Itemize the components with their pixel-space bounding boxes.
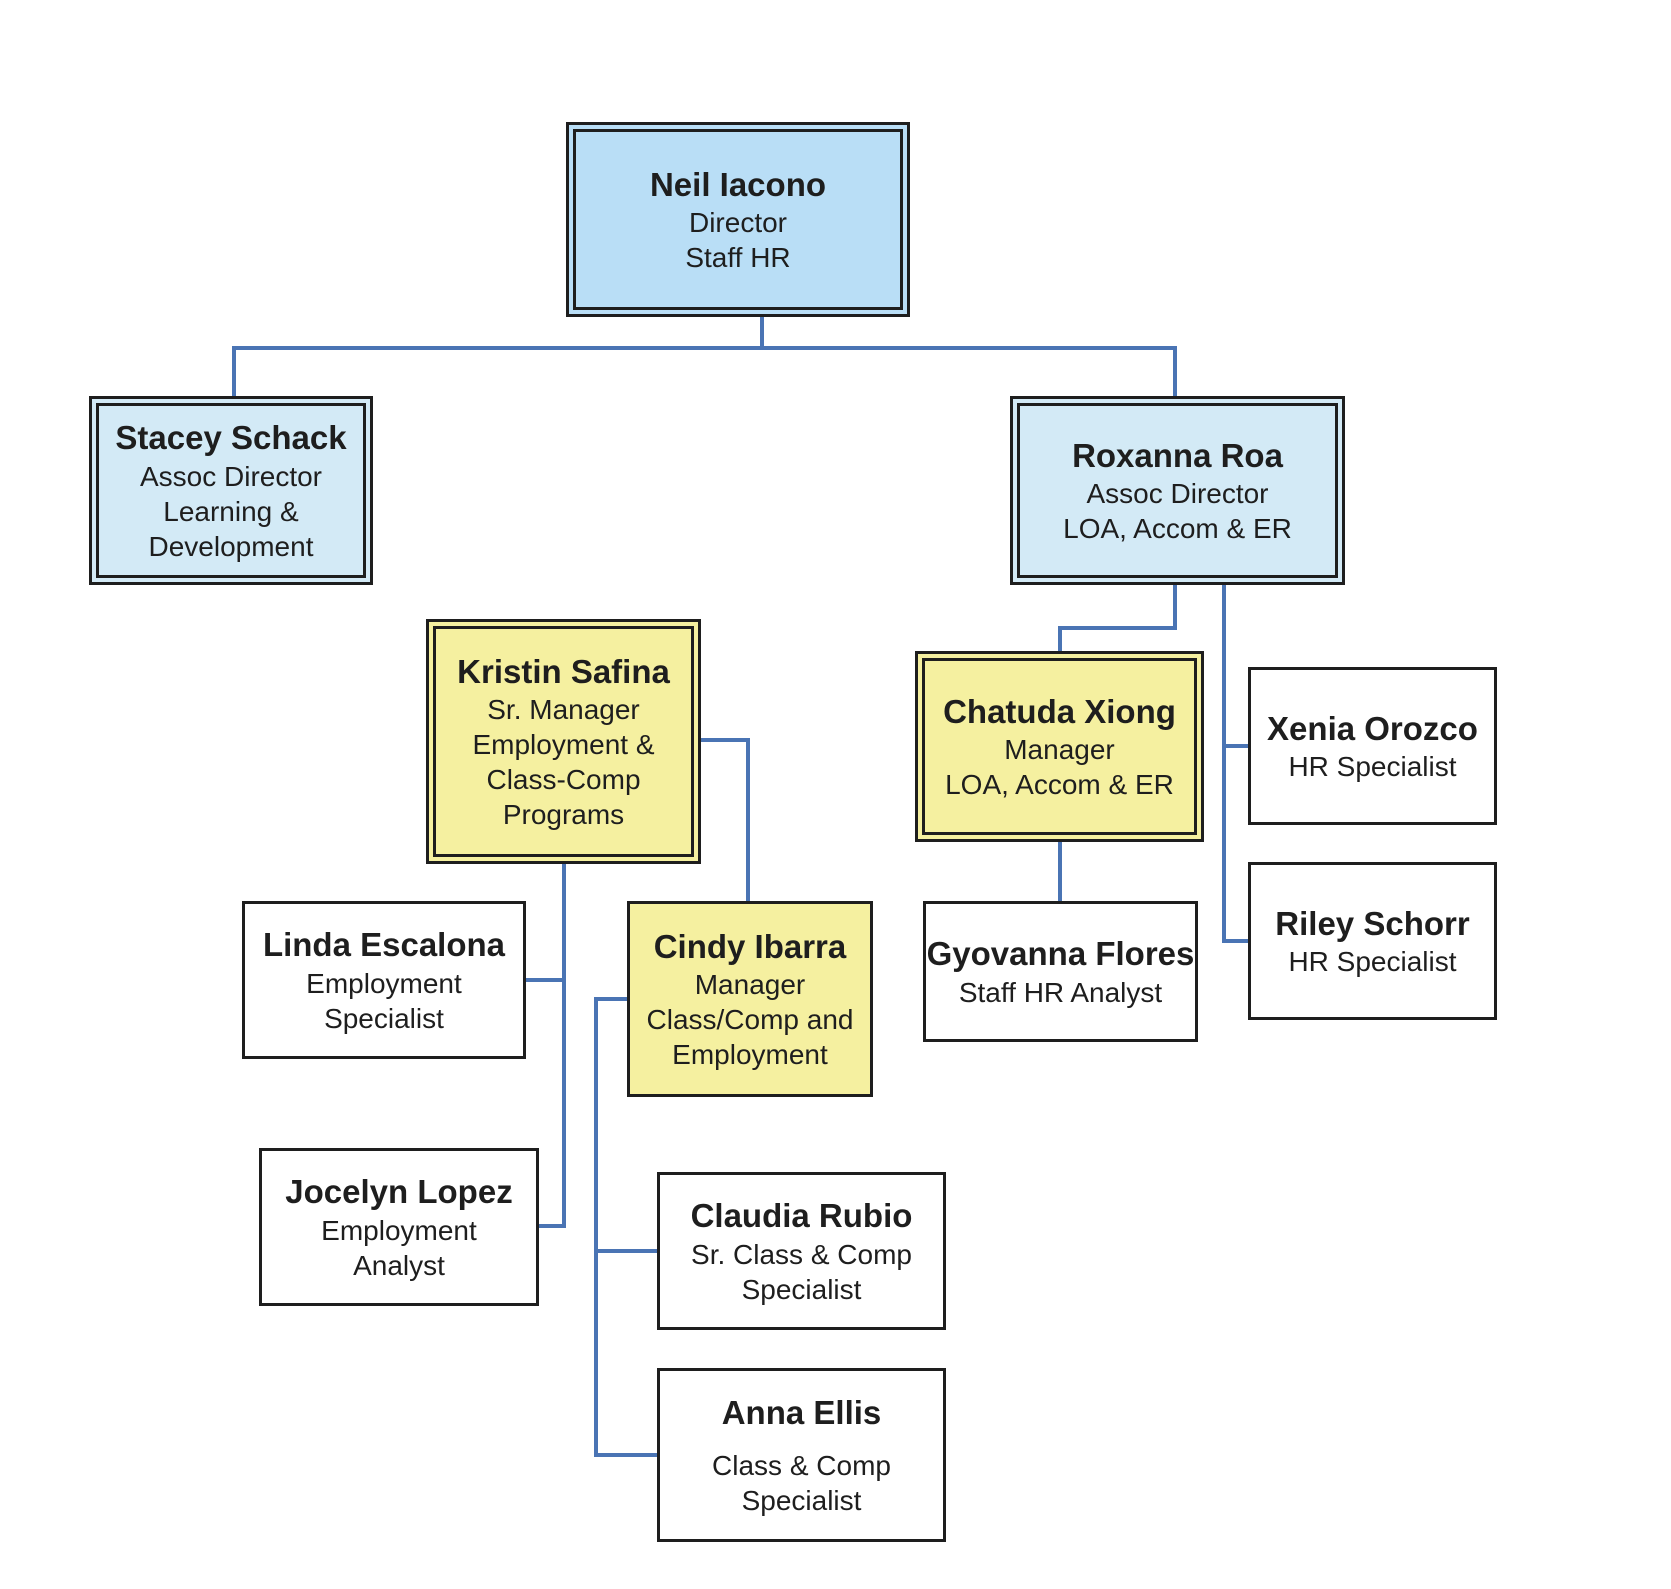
node-chatuda-xiong: Chatuda Xiong Manager LOA, Accom & ER [915,651,1204,842]
node-cindy-ibarra: Cindy Ibarra Manager Class/Comp and Empl… [627,901,873,1097]
node-title: Sr. Manager [487,694,640,726]
node-title: Specialist [741,1484,862,1516]
node-department: Learning & [163,495,299,527]
node-neil-iacono: Neil Iacono Director Staff HR [566,122,910,317]
node-stacey-schack: Stacey Schack Assoc Director Learning & … [89,396,373,585]
node-department: LOA, Accom & ER [945,769,1174,801]
node-title: Assoc Director [139,460,323,492]
node-title: Class & Comp [712,1449,891,1481]
node-title: Assoc Director [1086,478,1269,510]
node-name: Jocelyn Lopez [285,1173,513,1211]
node-claudia-rubio: Claudia Rubio Sr. Class & Comp Specialis… [657,1172,946,1330]
node-name: Neil Iacono [649,165,827,203]
node-name: Anna Ellis [721,1394,882,1432]
node-title: Sr. Class & Comp [691,1238,912,1270]
node-name: Gyovanna Flores [926,935,1195,973]
node-linda-escalona: Linda Escalona Employment Specialist [242,901,526,1059]
node-kristin-safina: Kristin Safina Sr. Manager Employment & … [426,619,701,864]
node-title: Manager [1004,734,1115,766]
node-name: Riley Schorr [1275,904,1470,942]
node-gyovanna-flores: Gyovanna Flores Staff HR Analyst [923,901,1198,1042]
connector-kristin-to-cindy [697,738,750,903]
node-name: Roxanna Roa [1072,436,1283,474]
node-title: HR Specialist [1288,751,1457,783]
node-title: Specialist [324,1002,444,1034]
node-roxanna-roa: Roxanna Roa Assoc Director LOA, Accom & … [1010,396,1345,585]
node-anna-ellis: Anna Ellis Class & Comp Specialist [657,1368,946,1542]
node-title: Employment [306,967,462,999]
node-name: Cindy Ibarra [653,927,847,965]
node-department: Class/Comp and [646,1004,854,1036]
node-title: Director [688,207,787,239]
node-xenia-orozco: Xenia Orozco HR Specialist [1248,667,1497,825]
node-name: Linda Escalona [262,926,506,964]
connector-roxanna-to-chatuda [1058,581,1177,653]
node-jocelyn-lopez: Jocelyn Lopez Employment Analyst [259,1148,539,1306]
node-name: Kristin Safina [457,652,670,690]
node-name: Xenia Orozco [1267,709,1478,747]
node-title: Analyst [353,1249,445,1281]
node-department: Staff HR [685,242,791,274]
node-title: Specialist [741,1273,862,1305]
node-department: Employment [672,1039,828,1071]
connector-cindy-to-reports [594,997,659,1457]
connector-neil-to-assoc [232,313,1177,398]
node-name: Chatuda Xiong [943,692,1176,730]
node-department: Programs [502,799,625,831]
node-title: Staff HR Analyst [958,976,1163,1008]
node-name: Stacey Schack [115,419,347,457]
node-riley-schorr: Riley Schorr HR Specialist [1248,862,1497,1020]
node-title: HR Specialist [1288,946,1457,978]
connector-kristin-to-reports [524,862,566,1228]
node-department: LOA, Accom & ER [1063,513,1292,545]
node-title: Employment [321,1214,477,1246]
node-department: Development [148,530,314,562]
node-department: Class-Comp [486,764,641,796]
connector-roxanna-to-specialists [1222,581,1250,943]
node-title: Manager [694,969,806,1001]
node-name: Claudia Rubio [690,1197,913,1235]
node-department: Employment & [472,729,655,761]
